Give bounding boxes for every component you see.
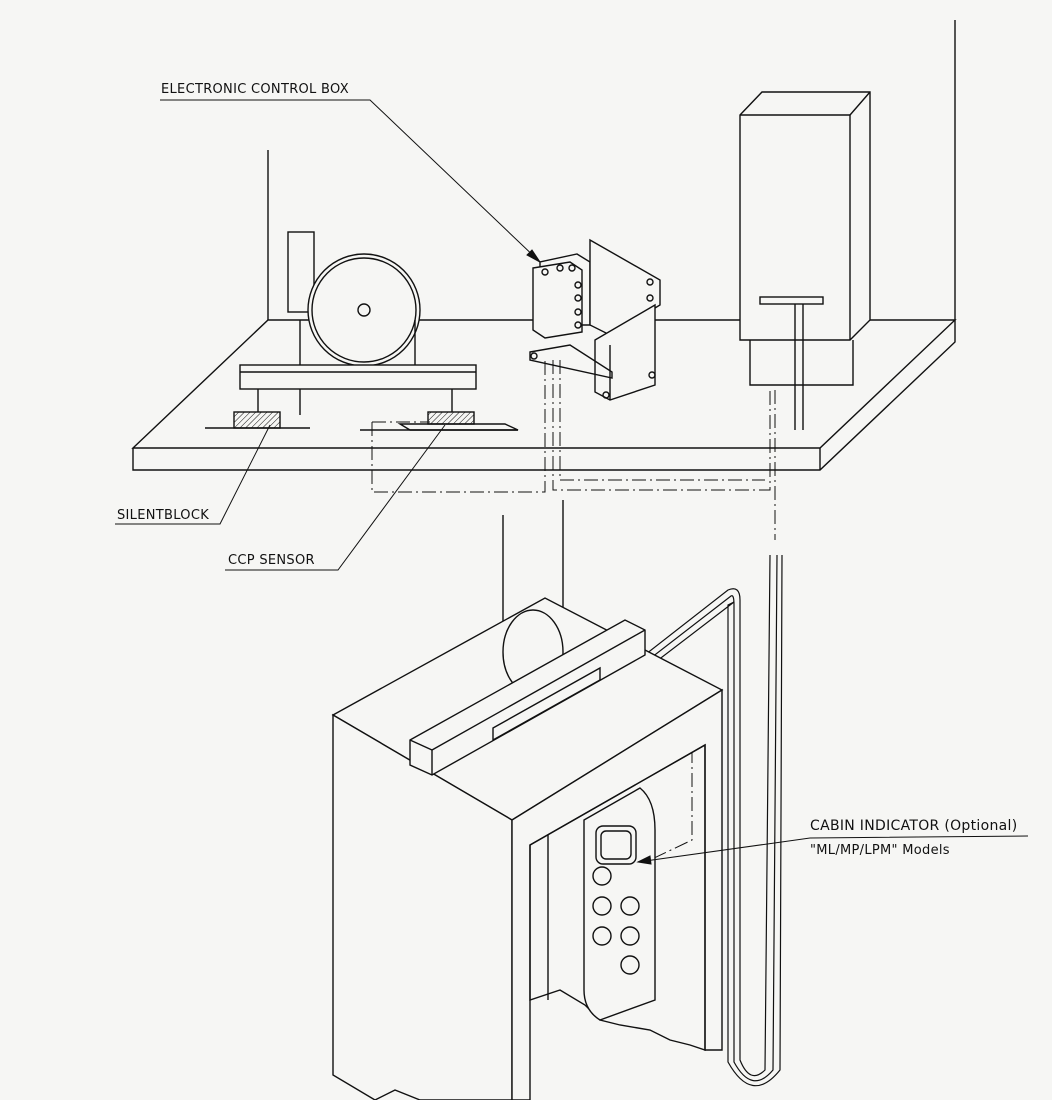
controller-cabinet (739, 91, 871, 430)
label-silentblock: SILENTBLOCK (117, 508, 210, 523)
ccp-sensor-plate (360, 423, 519, 431)
electronic-control-box (529, 238, 661, 401)
label-electronic-control-box: ELECTRONIC CONTROL BOX (161, 82, 349, 97)
machine-room-walls (267, 20, 956, 320)
traction-motor (239, 231, 477, 415)
silentblocks (205, 411, 475, 429)
leader-lines (115, 99, 1029, 865)
label-cabin-models: "ML/MP/LPM" Models (810, 843, 950, 858)
travelling-cable (599, 554, 783, 1087)
label-cabin-indicator: CABIN INDICATOR (Optional) (810, 818, 1018, 834)
elevator-cabin (331, 597, 724, 1100)
cabin-control-panel (583, 787, 656, 1021)
label-ccp-sensor: CCP SENSOR (228, 553, 315, 568)
machine-room-floor (131, 319, 957, 471)
